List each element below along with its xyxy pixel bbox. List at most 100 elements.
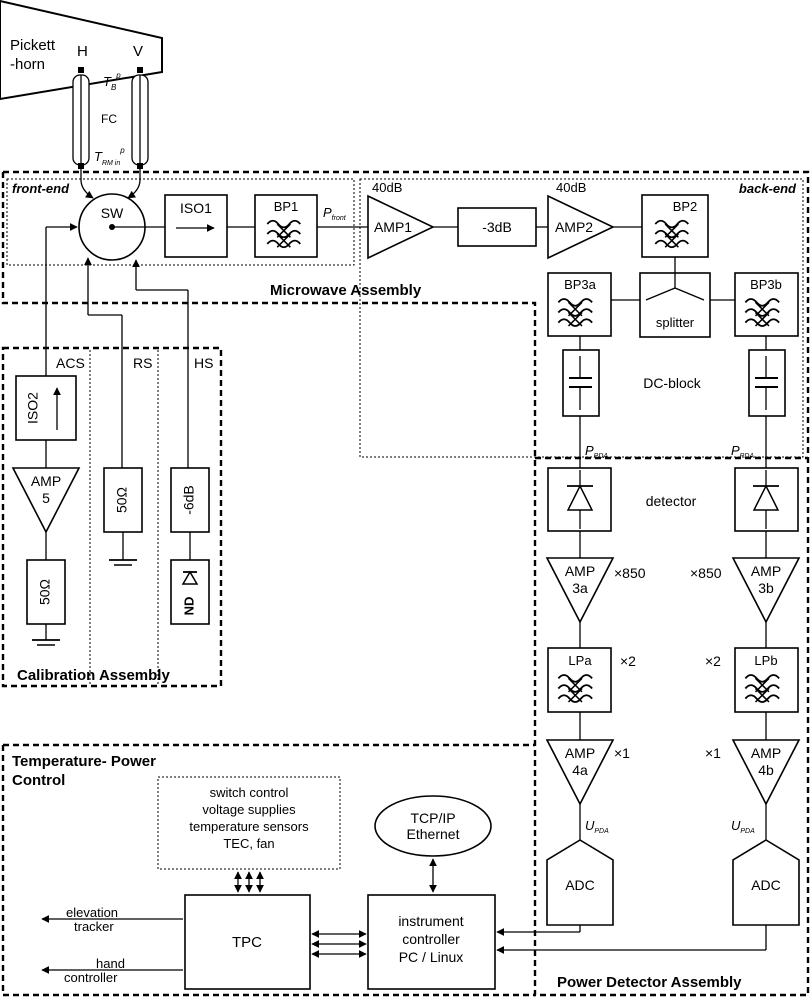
bp1-label: BP1 [274, 199, 299, 214]
svg-text:UPDA: UPDA [731, 818, 755, 835]
atten-label: -3dB [482, 219, 512, 235]
amp2-label: AMP2 [555, 219, 593, 235]
isolator-2: ISO2 [15, 375, 77, 441]
bandpass-filter-3b: BP3b [734, 272, 799, 337]
feed-cables: TBp FC TRM inp [72, 71, 149, 199]
gain4a-label: ×1 [614, 745, 630, 761]
gain4b-label: ×1 [705, 745, 721, 761]
splitter: splitter [639, 272, 711, 338]
svg-text:controller: controller [402, 931, 460, 947]
iso2-label: ISO2 [25, 392, 41, 424]
gain3b-label: ×850 [690, 565, 722, 581]
hs-label: HS [194, 355, 213, 371]
attenuator-3db: -3dB [457, 207, 537, 247]
load-rs: 50Ω [103, 467, 143, 533]
svg-text:AMP: AMP [565, 563, 595, 579]
svg-text:PC / Linux: PC / Linux [399, 949, 464, 965]
bp3b-label: BP3b [750, 277, 782, 292]
amp5-label-2: 5 [42, 490, 50, 506]
amp1: 40dB AMP1 [367, 180, 435, 260]
isolator-1: ISO1 [164, 194, 228, 258]
splitter-label: splitter [656, 315, 695, 330]
gain-lpa-label: ×2 [620, 653, 636, 669]
detector-label: detector [646, 493, 697, 509]
instrument-controller: instrument controller PC / Linux [367, 894, 496, 990]
svg-text:temperature sensors: temperature sensors [189, 819, 309, 834]
amp5-label-1: AMP [31, 473, 61, 489]
svg-text:UPDA: UPDA [585, 818, 609, 835]
svg-text:4b: 4b [758, 762, 774, 778]
load-rs-label: 50Ω [114, 487, 130, 513]
dc-block-b [748, 336, 786, 417]
horn-label-1: Pickett [10, 37, 56, 54]
gain2-label: 40dB [556, 180, 586, 195]
tpc-assembly-label-1: Temperature- Power [12, 753, 156, 770]
svg-text:3b: 3b [758, 580, 774, 596]
svg-text:AMP: AMP [565, 745, 595, 761]
dc-block-label: DC-block [643, 375, 702, 391]
load-acs: 50Ω [26, 559, 66, 625]
front-end-label: front-end [12, 181, 70, 196]
elevation-label-1: elevation [66, 905, 118, 920]
hand-label-2: controller [64, 970, 118, 985]
detector-chain-b: PPDA AMP 3b LPb AMP 4b UPDA ADC [731, 416, 801, 926]
iso1-label: ISO1 [180, 200, 212, 216]
svg-text:ADC: ADC [751, 877, 781, 893]
calibration-assembly-label: Calibration Assembly [17, 667, 170, 684]
elevation-label-2: tracker [74, 919, 114, 934]
svg-text:ADC: ADC [565, 877, 595, 893]
bandpass-filter-2: BP2 [641, 194, 709, 258]
rs-label: RS [133, 355, 152, 371]
port-h-label: H [77, 43, 88, 60]
tb-label: TBp [103, 71, 121, 92]
amp1-label: AMP1 [374, 219, 412, 235]
bandpass-filter-1: BP1 [254, 194, 318, 258]
svg-text:AMP: AMP [751, 563, 781, 579]
gain-lpb-label: ×2 [705, 653, 721, 669]
svg-text:TPC: TPC [232, 934, 262, 951]
pickett-horn: Pickett -horn H V [0, 0, 163, 101]
tpc-box: TPC [184, 894, 311, 990]
tcp-ethernet: TCP/IP Ethernet [374, 795, 492, 857]
switch: SW [78, 193, 146, 261]
svg-text:voltage supplies: voltage supplies [202, 802, 296, 817]
port-v-label: V [133, 43, 143, 60]
acs-label: ACS [56, 355, 85, 371]
ppda-a-label: PPDA [585, 443, 608, 460]
noise-diode: ND [170, 559, 210, 625]
svg-text:AMP: AMP [751, 745, 781, 761]
switch-label: SW [101, 205, 124, 221]
svg-text:instrument: instrument [398, 913, 463, 929]
amp2: 40dB AMP2 [547, 180, 615, 260]
gain3a-label: ×850 [614, 565, 646, 581]
tpc-assembly-label-2: Control [12, 772, 65, 789]
fc-label: FC [101, 112, 117, 126]
nd-label: ND [181, 597, 196, 616]
bp3a-label: BP3a [564, 277, 597, 292]
ppda-b-label: PPDA [731, 443, 754, 460]
bandpass-filter-3a: BP3a [547, 272, 612, 337]
svg-text:switch control: switch control [210, 785, 289, 800]
hand-label-1: hand [96, 956, 125, 971]
svg-text:Ethernet: Ethernet [407, 826, 460, 842]
gain1-label: 40dB [372, 180, 402, 195]
svg-text:LPb: LPb [754, 653, 777, 668]
detector-chain-a: PPDA AMP 3a LPa AMP 4a UPDA ADC [545, 416, 615, 926]
attenuator-6db: -6dB [170, 467, 210, 533]
svg-text:4a: 4a [572, 762, 588, 778]
atten-hs-label: -6dB [181, 485, 197, 515]
bp2-label: BP2 [673, 199, 698, 214]
power-detector-assembly-label: Power Detector Assembly [557, 974, 742, 991]
svg-text:LPa: LPa [568, 653, 592, 668]
supplies-box: switch control voltage supplies temperat… [157, 776, 341, 870]
load-acs-label: 50Ω [37, 579, 53, 605]
back-end-label: back-end [739, 181, 797, 196]
svg-text:TEC, fan: TEC, fan [223, 836, 274, 851]
trm-label: TRM inp [94, 146, 125, 167]
svg-text:3a: 3a [572, 580, 588, 596]
amp5: AMP 5 [11, 467, 81, 534]
horn-label-2: -horn [10, 56, 45, 73]
p-front-label: Pfront [323, 205, 347, 222]
microwave-assembly-label: Microwave Assembly [270, 282, 422, 299]
